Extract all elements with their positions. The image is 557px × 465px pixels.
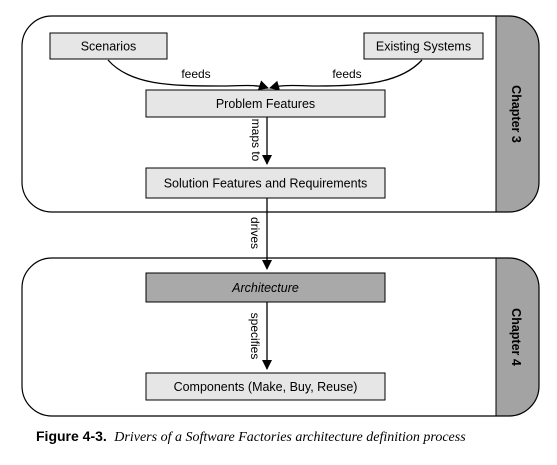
- edge-label-maps-to: maps to: [249, 119, 263, 162]
- node-solution-features-label: Solution Features and Requirements: [164, 177, 368, 191]
- node-problem-features: Problem Features: [145, 89, 386, 118]
- edge-label-drives: drives: [248, 217, 262, 249]
- node-components: Components (Make, Buy, Reuse): [145, 372, 386, 401]
- chapter-3-panel-border: [21, 15, 540, 213]
- edge-scenarios-to-problem: [107, 59, 269, 90]
- figure-label: Figure 4-3.: [36, 428, 107, 444]
- edge-label-feeds-right: feeds: [332, 67, 361, 81]
- edge-existing-to-problem: [269, 59, 423, 91]
- node-scenarios-label: Scenarios: [81, 40, 137, 54]
- node-scenarios: Scenarios: [49, 32, 168, 60]
- node-architecture: Architecture: [145, 272, 386, 303]
- node-components-label: Components (Make, Buy, Reuse): [174, 380, 358, 394]
- node-solution-features: Solution Features and Requirements: [145, 167, 386, 199]
- chapter-4-tab: [496, 258, 539, 416]
- figure-title: Drivers of a Software Factories architec…: [114, 430, 466, 445]
- chapter-3-tab: [496, 16, 539, 212]
- connectors: [107, 59, 423, 370]
- node-existing-systems-label: Existing Systems: [376, 40, 471, 54]
- chapter-4-label: Chapter 4: [509, 308, 523, 366]
- chapter-4-panel-border: [21, 257, 540, 417]
- node-problem-features-label: Problem Features: [216, 97, 315, 111]
- edge-label-specifies: specifies: [248, 313, 262, 360]
- node-existing-systems: Existing Systems: [363, 32, 484, 60]
- node-architecture-label: Architecture: [231, 281, 299, 295]
- figure-caption: Figure 4-3. Drivers of a Software Factor…: [36, 428, 466, 446]
- edge-label-feeds-left: feeds: [181, 67, 210, 81]
- chapter-3-label: Chapter 3: [509, 85, 523, 143]
